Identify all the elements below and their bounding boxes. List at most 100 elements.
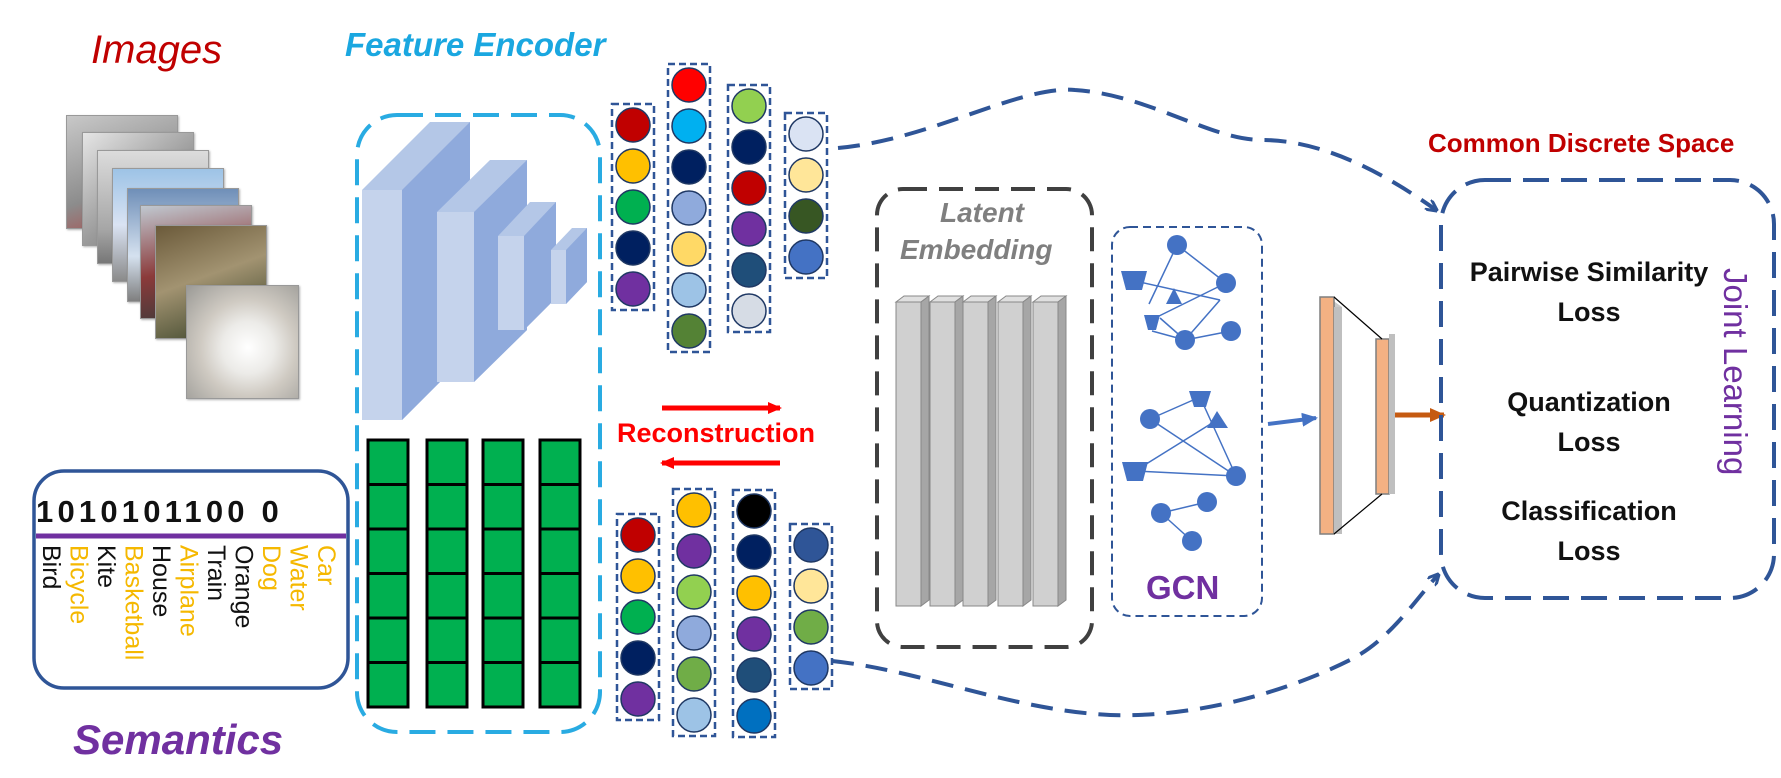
mlp-cell — [366, 572, 410, 620]
feature-columns-bottom — [615, 487, 834, 739]
mlp-cell — [425, 483, 469, 531]
mlp-cell — [366, 661, 410, 709]
gcn-node — [1144, 315, 1160, 330]
mlp-cell — [366, 483, 410, 531]
mlp-cell — [481, 438, 525, 486]
feature-node — [671, 67, 707, 103]
feature-column-frame — [788, 522, 834, 691]
gcn-node — [1221, 321, 1241, 341]
curve-bottom-to-space — [831, 575, 1438, 718]
classification-loss-label: Classification Loss — [1449, 491, 1729, 571]
mlp-cell — [425, 572, 469, 620]
feature-node — [793, 568, 829, 604]
feature-node — [736, 534, 772, 570]
latent-embedding-box — [875, 187, 1094, 649]
semantic-word: Kite — [92, 545, 120, 589]
gcn-node — [1182, 531, 1202, 551]
mlp-cell — [425, 616, 469, 664]
mlp-cell — [425, 661, 469, 709]
semantic-word: Basketball — [119, 545, 148, 661]
feature-node — [788, 198, 824, 234]
feature-node — [793, 650, 829, 686]
semantics-box — [32, 469, 350, 690]
feature-column-frame — [671, 487, 717, 738]
feature-node — [615, 107, 651, 143]
feature-node — [615, 271, 651, 307]
images-title: Images — [91, 28, 223, 72]
quantization-loss-line2: Loss — [1557, 427, 1621, 457]
feature-node — [671, 190, 707, 226]
latent-layer — [929, 301, 956, 607]
mlp-cell — [538, 438, 582, 486]
mlp-cell — [481, 527, 525, 575]
mlp-cell — [425, 527, 469, 575]
feature-node — [731, 293, 767, 329]
latent-layers — [894, 295, 1068, 607]
feature-node — [676, 615, 712, 651]
feature-node — [736, 698, 772, 734]
common-space-box — [1439, 178, 1776, 600]
semantic-word: Airplane — [174, 545, 203, 637]
gcn-node — [1189, 391, 1211, 407]
feature-node — [620, 599, 656, 635]
latent-layer-side — [987, 295, 997, 607]
feature-encoder-box — [355, 113, 602, 734]
gcn-node — [1207, 411, 1228, 428]
feature-node — [788, 157, 824, 193]
mlp-cell — [538, 616, 582, 664]
feature-column-frame — [731, 488, 777, 739]
mlp-cell — [538, 572, 582, 620]
gcn-graph-bottom — [1122, 391, 1246, 551]
feature-node — [671, 313, 707, 349]
gcn-label: GCN — [1146, 569, 1220, 606]
gcn-node — [1166, 288, 1182, 304]
latent-layer-side — [1057, 295, 1067, 607]
semantic-word: House — [147, 545, 175, 618]
latent-layer — [997, 301, 1024, 607]
gcn-to-hash-arrow — [1267, 412, 1318, 427]
feature-columns-top — [610, 62, 829, 354]
feature-node — [676, 492, 712, 528]
mlp-cell — [538, 483, 582, 531]
gcn-node — [1226, 466, 1246, 486]
feature-node — [615, 189, 651, 225]
gcn-node — [1216, 273, 1236, 293]
gcn-node — [1197, 492, 1217, 512]
feature-encoder-title: Feature Encoder — [345, 26, 606, 63]
mlp-cell — [481, 661, 525, 709]
quantization-loss-label: Quantization Loss — [1449, 382, 1729, 462]
latent-label-line2: Embedding — [900, 234, 1053, 265]
feature-node — [676, 697, 712, 733]
mlp-cell — [538, 661, 582, 709]
feature-node — [615, 230, 651, 266]
feature-node — [676, 574, 712, 610]
pairwise-loss-line1: Pairwise Similarity — [1469, 257, 1709, 287]
latent-label-line1: Latent — [940, 197, 1024, 228]
mlp-cell — [481, 616, 525, 664]
feature-node — [788, 116, 824, 152]
feature-node — [736, 657, 772, 693]
cnn-blocks — [362, 122, 587, 420]
feature-node — [788, 239, 824, 275]
feature-node — [620, 640, 656, 676]
mlp-cell — [538, 527, 582, 575]
mlp-cell — [366, 616, 410, 664]
latent-layer — [1032, 301, 1059, 607]
classification-loss-line2: Loss — [1557, 536, 1621, 566]
hash-layer — [1319, 296, 1395, 535]
semantic-word: Bicycle — [64, 545, 93, 625]
feature-node — [731, 211, 767, 247]
gcn-node — [1175, 330, 1195, 350]
gcn-node — [1122, 462, 1148, 481]
semantic-word: Car — [312, 545, 340, 586]
latent-layer — [962, 301, 989, 607]
gcn-graph-top — [1121, 235, 1241, 350]
feature-node — [671, 231, 707, 267]
gcn-node — [1140, 409, 1160, 429]
feature-node — [736, 493, 772, 529]
latent-layer-side — [920, 295, 930, 607]
mlp-cell — [425, 438, 469, 486]
feature-node — [736, 616, 772, 652]
mlp-cell — [481, 572, 525, 620]
